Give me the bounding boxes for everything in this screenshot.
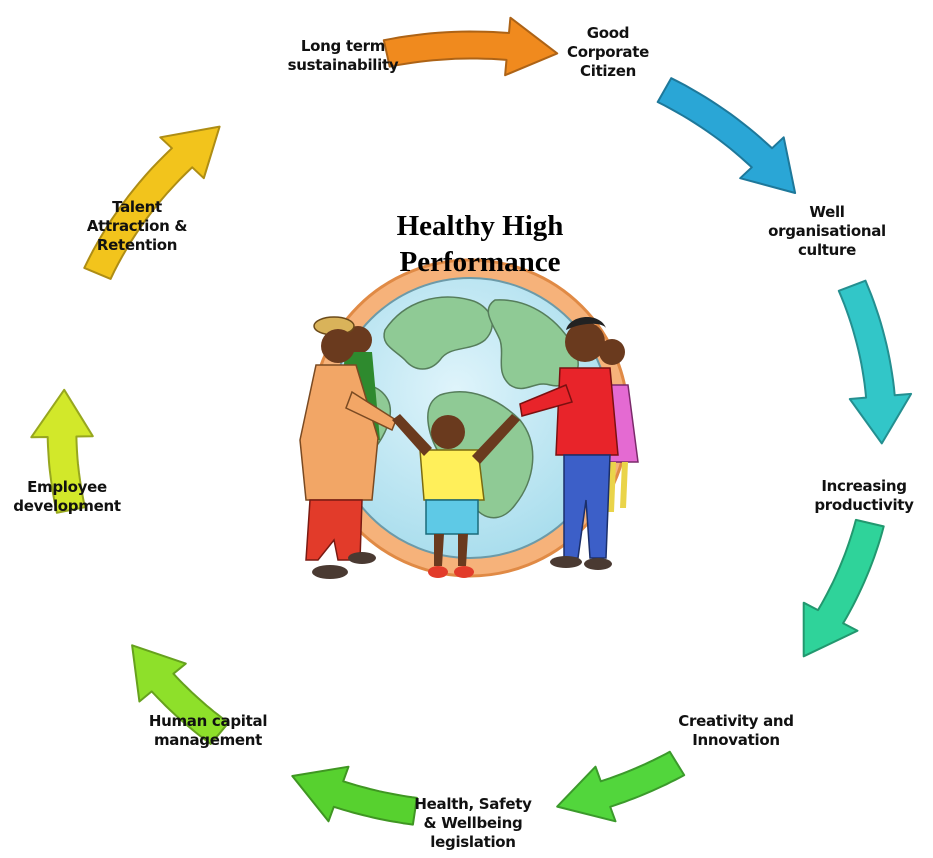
child-legs: [434, 534, 468, 566]
people-around-globe-illustration: [299, 258, 639, 579]
person-left-shoe-2: [348, 552, 376, 564]
arrow-after-health-safety-wellbeing-legislation: [291, 765, 418, 826]
stage-label-well-organisational-culture: Well organisational culture: [768, 203, 886, 259]
center-title: Healthy High Performance: [396, 210, 564, 278]
person-right-trousers: [563, 454, 611, 559]
child-arm-left: [392, 414, 432, 456]
arrow-after-human-capital-management: [131, 644, 230, 745]
stage-label-health-safety-wellbeing-legislation: Health, Safety & Wellbeing legislation: [414, 795, 532, 851]
person-right-back-legs: [608, 462, 628, 512]
stage-label-creativity-and-innovation: Creativity and Innovation: [678, 712, 794, 749]
globe-land-east: [487, 299, 579, 390]
person-right-back-head: [599, 339, 625, 365]
arrow-after-creativity-and-innovation: [556, 750, 686, 823]
arrow-after-talent-attraction-retention: [83, 125, 221, 280]
arrow-after-well-organisational-culture: [837, 279, 913, 445]
stage-label-talent-attraction-retention: Talent Attraction & Retention: [86, 198, 188, 254]
stage-label-human-capital-management: Human capital management: [148, 712, 268, 749]
person-right-shoe-1: [550, 556, 582, 568]
arrow-after-good-corporate-citizen: [656, 77, 797, 194]
child-shorts: [425, 499, 479, 535]
stage-label-good-corporate-citizen: Good Corporate Citizen: [567, 24, 649, 80]
arrow-after-employee-development: [30, 388, 94, 514]
stage-label-employee-development: Employee development: [13, 478, 121, 515]
arrow-after-increasing-productivity: [802, 518, 885, 658]
person-left-shoe-1: [312, 565, 348, 579]
person-right-shoe-2: [584, 558, 612, 570]
person-right-hair: [566, 316, 606, 330]
child-shoe-2: [454, 566, 474, 578]
person-left-head: [321, 329, 355, 363]
stage-label-long-term-sustainability: Long term sustainability: [287, 37, 399, 74]
cycle-arrows: [30, 16, 913, 826]
child-arm-right: [472, 414, 520, 464]
child-shirt: [419, 449, 485, 501]
stage-label-increasing-productivity: Increasing productivity: [814, 477, 914, 514]
child-head: [431, 415, 465, 449]
arrow-after-long-term-sustainability: [382, 16, 559, 77]
globe-land-north: [383, 296, 493, 370]
person-right-arm: [519, 384, 573, 417]
child-shoe-1: [428, 566, 448, 578]
person-right-jacket: [555, 367, 619, 456]
person-left-trousers: [305, 499, 363, 561]
person-left-arm: [345, 390, 397, 432]
person-right-head: [565, 322, 605, 362]
